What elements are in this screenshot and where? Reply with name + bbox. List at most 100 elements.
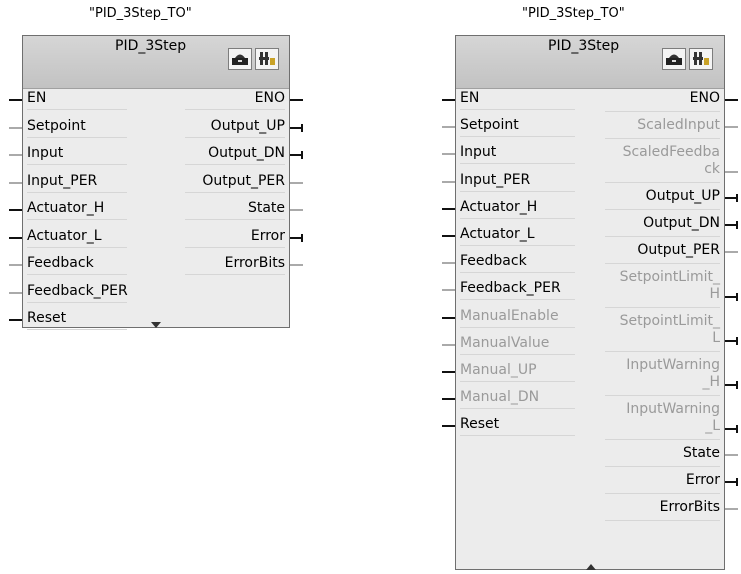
output-pin-label[interactable]: SetpointLimit_H xyxy=(620,269,720,303)
input-pin-label[interactable]: Input xyxy=(460,144,497,161)
input-pin-wire[interactable] xyxy=(442,99,455,101)
input-pin-wire[interactable] xyxy=(442,262,455,265)
output-pin-wire[interactable] xyxy=(725,428,738,430)
input-pin-label[interactable]: Feedback xyxy=(27,255,94,271)
input-pin-wire[interactable] xyxy=(9,236,22,239)
input-pin-label[interactable]: Actuator_L xyxy=(27,227,102,244)
output-pin-wire[interactable] xyxy=(725,197,738,199)
input-pin-wire[interactable] xyxy=(442,371,455,373)
input-pin-wire[interactable] xyxy=(9,209,22,211)
output-pin-label[interactable]: State xyxy=(247,200,285,216)
output-pin-label[interactable]: Output_DN xyxy=(208,145,285,161)
output-pin-marker xyxy=(736,381,738,389)
input-pin-label[interactable]: Setpoint xyxy=(27,117,86,134)
output-pin-wire[interactable] xyxy=(725,251,738,253)
output-pin-label[interactable]: ErrorBits xyxy=(660,499,720,516)
output-pin-label[interactable]: ENO xyxy=(690,90,720,107)
output-pin-marker xyxy=(301,123,303,132)
output-pin-wire[interactable] xyxy=(725,171,738,173)
input-pin-label[interactable]: Input_PER xyxy=(27,172,98,189)
output-pin-wire[interactable] xyxy=(290,236,303,239)
input-pin-wire[interactable] xyxy=(9,99,22,101)
input-pin-label[interactable]: Manual_UP xyxy=(460,362,537,378)
output-pin-label[interactable]: InputWarning_H xyxy=(626,357,720,391)
output-pin-label[interactable]: ScaledInput xyxy=(637,117,720,134)
pin-separator xyxy=(185,136,285,138)
input-pin-wire[interactable] xyxy=(9,264,22,266)
test-suite-icon[interactable] xyxy=(255,48,279,70)
output-pin-label[interactable]: State xyxy=(683,445,720,462)
input-pin-wire[interactable] xyxy=(442,343,455,346)
input-pin-label[interactable]: EN xyxy=(460,90,480,106)
output-pin-label[interactable]: ENO xyxy=(254,90,285,106)
output-pin-wire[interactable] xyxy=(725,224,738,226)
output-pin-label[interactable]: Error xyxy=(686,472,720,489)
input-pin-wire[interactable] xyxy=(442,398,455,401)
output-pin-wire[interactable] xyxy=(725,481,738,483)
input-pin-wire[interactable] xyxy=(9,126,22,129)
output-pin-wire[interactable] xyxy=(725,508,738,510)
output-pin-wire[interactable] xyxy=(725,296,738,298)
output-pin-wire[interactable] xyxy=(725,454,738,456)
input-pin-label[interactable]: Actuator_L xyxy=(460,226,535,242)
output-pin-label[interactable]: Output_UP xyxy=(210,117,285,134)
input-pin-label[interactable]: Reset xyxy=(27,310,67,326)
output-pin-wire[interactable] xyxy=(725,126,738,128)
expand-arrow-icon[interactable] xyxy=(586,564,596,570)
input-pin-wire[interactable] xyxy=(442,235,455,237)
output-pin-wire[interactable] xyxy=(290,209,303,211)
output-pin-wire[interactable] xyxy=(290,181,303,184)
collapse-arrow-icon[interactable] xyxy=(151,322,161,328)
output-pin-wire[interactable] xyxy=(290,264,303,266)
output-pin-label[interactable]: Error xyxy=(250,227,285,244)
input-pin-wire[interactable] xyxy=(442,126,455,129)
input-pin-wire[interactable] xyxy=(9,181,22,184)
block-icon[interactable] xyxy=(662,48,686,70)
output-pin-label[interactable]: Output_UP xyxy=(646,188,720,205)
pin-separator xyxy=(27,191,127,193)
input-pin-label[interactable]: Reset xyxy=(460,416,500,433)
output-pin-label-line: ScaledInput xyxy=(637,117,720,133)
output-pin-wire[interactable] xyxy=(725,99,738,101)
pin-separator xyxy=(460,326,575,328)
input-pin-wire[interactable] xyxy=(9,319,22,321)
input-pin-wire[interactable] xyxy=(442,289,455,292)
input-pin-label[interactable]: Feedback_PER xyxy=(460,280,561,297)
output-pin-wire[interactable] xyxy=(290,154,303,156)
output-pin-label[interactable]: Output_PER xyxy=(202,172,285,189)
output-pin-label[interactable]: SetpointLimit_L xyxy=(620,313,720,347)
output-pin-label[interactable]: ErrorBits xyxy=(224,255,285,271)
input-pin-wire[interactable] xyxy=(442,316,455,319)
input-pin-label[interactable]: Setpoint xyxy=(460,117,519,134)
output-pin-label[interactable]: InputWarning_L xyxy=(626,401,720,435)
input-pin-label[interactable]: Feedback xyxy=(460,253,527,270)
input-pin-wire[interactable] xyxy=(442,207,455,210)
output-pin-label[interactable]: Output_DN xyxy=(643,215,720,232)
input-pin-label[interactable]: ManualEnable xyxy=(460,307,559,324)
input-pin-wire[interactable] xyxy=(9,154,22,156)
input-pin-label[interactable]: ManualValue xyxy=(460,334,550,351)
input-pin-wire[interactable] xyxy=(9,291,22,294)
output-pin-label-line: InputWarning xyxy=(626,357,720,373)
block-icon[interactable] xyxy=(228,48,252,70)
input-pin-wire[interactable] xyxy=(442,425,455,428)
input-pin-label[interactable]: Input_PER xyxy=(460,171,531,188)
input-pin-label[interactable]: Manual_DN xyxy=(460,389,540,406)
input-pin-label[interactable]: Actuator_H xyxy=(460,198,538,215)
input-pin-label[interactable]: Feedback_PER xyxy=(27,282,128,299)
input-pin-label[interactable]: Input xyxy=(27,145,64,161)
test-suite-icon[interactable] xyxy=(689,48,713,70)
pin-separator xyxy=(460,408,575,410)
output-pin-wire[interactable] xyxy=(725,340,738,342)
output-pin-label[interactable]: Output_PER xyxy=(637,242,720,259)
input-pin-wire[interactable] xyxy=(442,153,455,156)
output-pin-wire[interactable] xyxy=(290,126,303,129)
output-pin-wire[interactable] xyxy=(290,99,303,101)
input-pin-label[interactable]: EN xyxy=(27,90,47,106)
output-pin-wire[interactable] xyxy=(725,384,738,386)
input-pin-label[interactable]: Actuator_H xyxy=(27,200,105,216)
input-pin-wire[interactable] xyxy=(442,180,455,183)
